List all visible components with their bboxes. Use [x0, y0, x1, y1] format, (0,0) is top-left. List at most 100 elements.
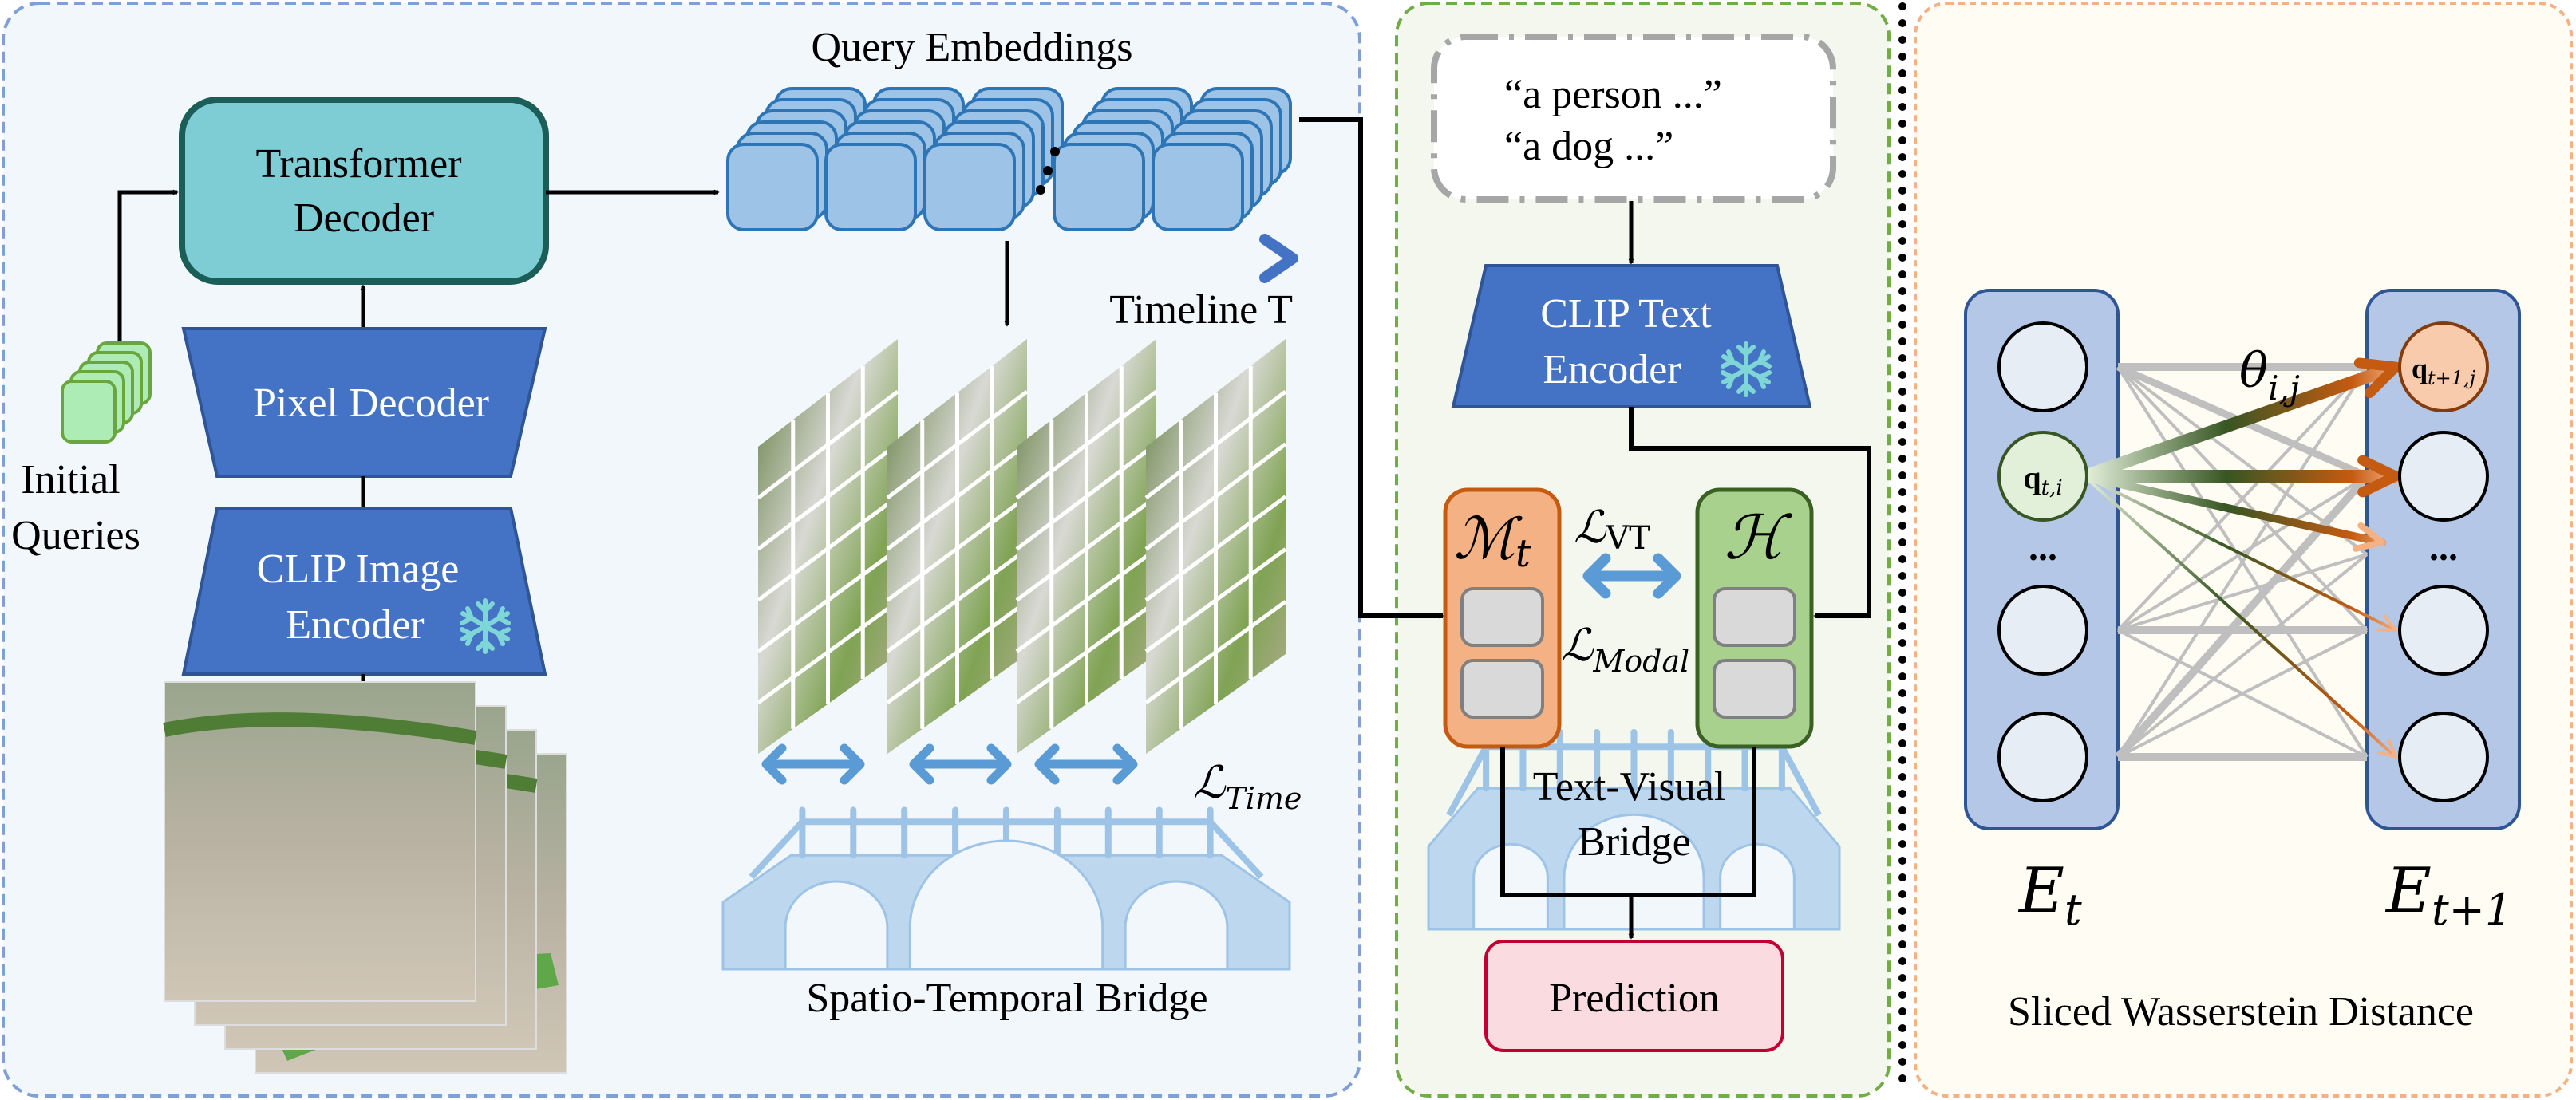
- arrowhead-icon: [2376, 614, 2397, 632]
- grid-line: [757, 389, 899, 500]
- query-embeddings-title: Query Embeddings: [812, 25, 1133, 70]
- text-prompts-box: “a person ...” “a dog ...”: [1431, 34, 1836, 203]
- transformer-decoder-label: Transformer Decoder: [255, 141, 472, 241]
- queries-to-decoder-arrow: [117, 189, 179, 341]
- grid-line: [886, 495, 1029, 602]
- spatio-temporal-bridge-label: Spatio-Temporal Bridge: [806, 976, 1207, 1021]
- transport-arrow: [2083, 475, 2397, 632]
- grid-line: [1144, 495, 1287, 602]
- double-arrow-icon: [761, 743, 865, 785]
- grid-line: [1144, 600, 1287, 704]
- spatio-temporal-bridge-icon: [721, 806, 1291, 971]
- arrowhead-icon: [2353, 357, 2401, 399]
- target-node: [2398, 431, 2489, 522]
- hidden-label: ℋ: [1724, 502, 1792, 573]
- timeline-arrowhead: [1259, 234, 1298, 283]
- loss-vt-label: ℒVT: [1574, 502, 1650, 557]
- grid-line: [886, 389, 1029, 500]
- memory-block: ℳt: [1443, 487, 1562, 749]
- timeline-label: Timeline T: [1109, 287, 1293, 333]
- loss-modal-label: ℒModal: [1561, 620, 1689, 679]
- query-card: [61, 380, 117, 444]
- transport-line: [2117, 629, 2368, 759]
- wasserstein-caption: Sliced Wasserstein Distance: [2008, 989, 2474, 1035]
- target-query-node: [2398, 321, 2489, 412]
- memory-label: ℳt: [1454, 505, 1531, 576]
- source-node: [1997, 585, 2088, 676]
- transport-line: [2116, 365, 2369, 759]
- transport-line: [2116, 553, 2369, 759]
- transformer-decoder-block: Transformer Decoder: [179, 97, 549, 285]
- source-node: [1997, 321, 2088, 412]
- query-embedding-card: [824, 143, 917, 231]
- query-embedding-card: [1053, 143, 1145, 231]
- ellipsis-dots: [1036, 147, 1060, 195]
- source-set-box: [1964, 289, 2120, 830]
- initial-queries-stack: [61, 341, 152, 444]
- arrowhead-icon: [2357, 455, 2401, 498]
- bridge-arch: [784, 880, 889, 971]
- grid-line: [886, 547, 1029, 653]
- embeddings-to-memory-arrow: [1299, 117, 1444, 619]
- query-embedding-card: [1152, 143, 1244, 231]
- source-query-node: [1997, 431, 2088, 522]
- grid-line: [886, 442, 1029, 551]
- clip-image-encoder-label: CLIP Image Encoder: [257, 546, 470, 648]
- double-arrow-icon: [909, 743, 1012, 785]
- grid-line: [757, 442, 899, 551]
- video-frame: [163, 681, 477, 1002]
- target-query-label: qt+1,j: [2412, 353, 2476, 389]
- query-embedding-card: [923, 143, 1016, 231]
- gridded-frame: [886, 339, 1029, 754]
- angle-label: θi,j: [2239, 343, 2300, 408]
- source-nodes: [1997, 321, 2088, 802]
- query-embeddings-grid: [726, 87, 1292, 231]
- target-ellipsis: ...: [2429, 526, 2458, 569]
- target-nodes: [2398, 321, 2489, 802]
- gridded-frame: [1144, 339, 1287, 754]
- temporal-frames: [757, 339, 1287, 754]
- arrowhead-icon: [2376, 739, 2397, 759]
- grid-line: [1015, 495, 1158, 602]
- source-query-label: qt,i: [2023, 459, 2062, 500]
- grid-line: [1015, 389, 1158, 500]
- pixel-decoder-label: Pixel Decoder: [253, 380, 489, 426]
- target-set-label: Et+1: [2384, 855, 2512, 935]
- transport-line: [2115, 473, 2370, 760]
- bridge-arch: [1563, 813, 1705, 931]
- grid-line: [757, 600, 899, 704]
- grid-line: [1144, 389, 1287, 500]
- clip-text-encoder-block: CLIP Text Encoder: [1451, 264, 1812, 408]
- memory-slot: [1460, 659, 1544, 719]
- grid-line: [1015, 442, 1158, 551]
- arrowhead-icon: [2352, 522, 2385, 552]
- target-set-box: [2365, 289, 2521, 830]
- grid-line: [1144, 442, 1287, 551]
- grid-line: [757, 495, 899, 602]
- hidden-slot: [1713, 659, 1796, 719]
- text-visual-bridge-label: Text-Visual Bridge: [1533, 764, 1736, 865]
- leaves: [163, 712, 477, 745]
- input-video-frames: [163, 681, 567, 1074]
- prediction-block: Prediction: [1484, 940, 1784, 1052]
- transport-arrow: [2078, 361, 2402, 483]
- transport-arrows: [2078, 357, 2402, 759]
- grid-line: [886, 600, 1029, 704]
- bridge-arch: [908, 839, 1104, 971]
- memory-slot: [1460, 587, 1544, 647]
- bridge-arch: [1124, 880, 1229, 971]
- bridge-arch: [1719, 842, 1796, 931]
- fusion-lines: [1500, 747, 1756, 897]
- hidden-block: ℋ: [1695, 487, 1814, 749]
- grid-line: [757, 547, 899, 653]
- temporal-double-arrows: [761, 743, 1138, 785]
- transport-line: [2116, 365, 2369, 632]
- gridded-frame: [757, 339, 899, 754]
- target-node: [2398, 712, 2489, 802]
- target-node: [2398, 585, 2489, 676]
- loss-time-label: ℒTime: [1193, 757, 1302, 816]
- clip-text-encoder-label: CLIP Text Encoder: [1540, 291, 1721, 392]
- prediction-label: Prediction: [1549, 976, 1720, 1021]
- transport-arrow: [2083, 475, 2397, 759]
- query-embedding-card: [726, 143, 819, 231]
